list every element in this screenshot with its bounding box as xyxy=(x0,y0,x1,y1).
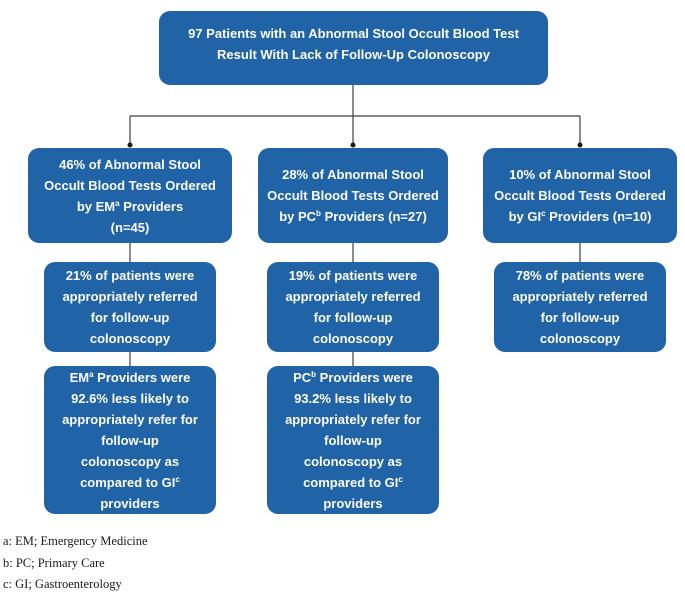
node-gi-referred: 78% of patients were appropriately refer… xyxy=(494,262,666,352)
node-em-comparison: EMa Providers were 92.6% less likely to … xyxy=(44,366,216,514)
footnote-b: b: PC; Primary Care xyxy=(3,555,105,570)
node-total-patients: 97 Patients with an Abnormal Stool Occul… xyxy=(159,11,548,85)
node-em-ordered: 46% of Abnormal Stool Occult Blood Tests… xyxy=(28,148,232,243)
node-pc-comparison: PCb Providers were 93.2% less likely to … xyxy=(267,366,439,514)
node-pc-ordered: 28% of Abnormal Stool Occult Blood Tests… xyxy=(258,148,448,243)
footnotes: a: EM; Emergency Medicine b: PC; Primary… xyxy=(3,531,148,594)
node-em-referred: 21% of patients were appropriately refer… xyxy=(44,262,216,352)
footnote-c: c: GI; Gastroenterology xyxy=(3,577,122,591)
node-pc-referred: 19% of patients were appropriately refer… xyxy=(267,262,439,352)
node-gi-ordered: 10% of Abnormal Stool Occult Blood Tests… xyxy=(483,148,677,243)
footnote-a: a: EM; Emergency Medicine xyxy=(3,534,148,548)
